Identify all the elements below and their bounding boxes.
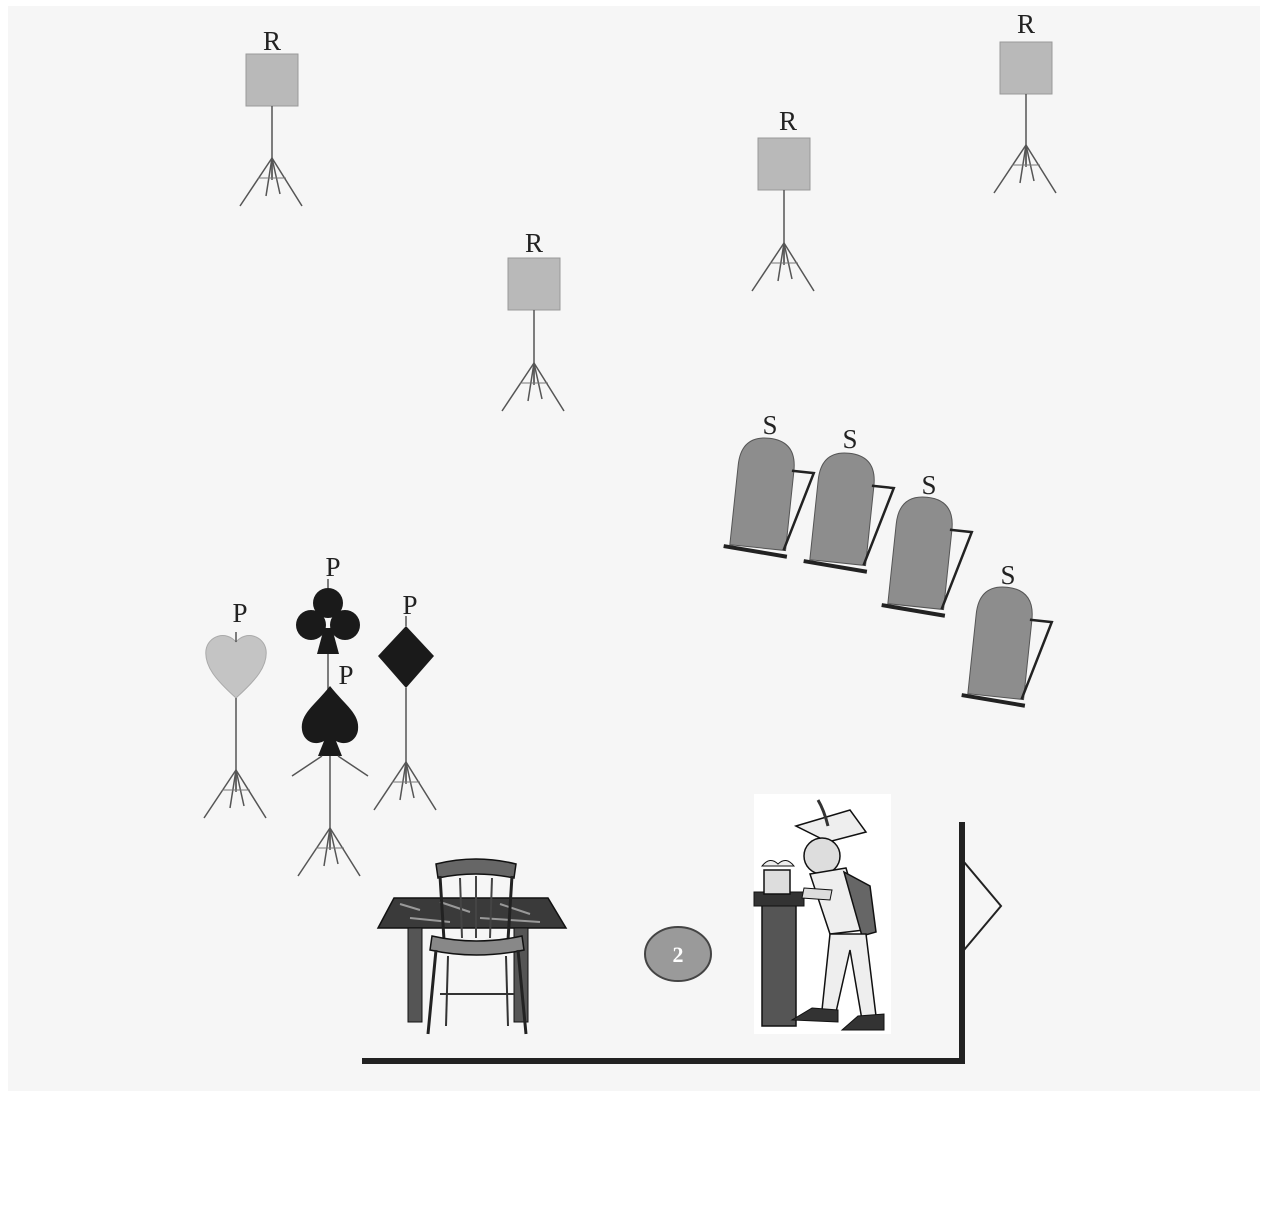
slot-machine-label: S: [1000, 560, 1015, 590]
slot-machine-label: S: [762, 410, 777, 440]
diamond-icon: [378, 626, 434, 688]
room-wall: [362, 822, 965, 1064]
heart-icon: [205, 635, 267, 699]
door-triangle-icon: [963, 861, 1003, 951]
spade-icon: [301, 686, 359, 756]
square-sign-icon: [757, 137, 811, 191]
round-marker: 2: [644, 926, 712, 982]
gravestone-slot-icon: [721, 432, 819, 561]
reading-stand-label: R: [779, 106, 797, 136]
reading-stand-label: R: [263, 26, 281, 56]
reading-stand-4: R: [993, 9, 1057, 194]
reading-stand-label: R: [1017, 9, 1035, 39]
slot-machine-3: S: [879, 470, 977, 620]
poker-sign-label: P: [338, 660, 353, 690]
poker-sign-spade: P: [291, 660, 369, 877]
slot-machine-1: S: [721, 410, 819, 561]
poker-sign-diamond: P: [373, 590, 437, 811]
reading-stand-label: R: [525, 228, 543, 258]
slot-machine-label: S: [842, 424, 857, 454]
reading-stand-2: R: [501, 228, 565, 412]
slot-machine-4: S: [959, 560, 1057, 710]
gravestone-slot-icon: [879, 491, 977, 620]
table-and-chair-icon: [376, 858, 568, 1035]
slot-machine-2: S: [801, 424, 899, 576]
cowboy-at-bar-icon: [753, 794, 891, 1034]
poker-sign-label: P: [325, 552, 340, 582]
slot-machine-label: S: [921, 470, 936, 500]
square-sign-icon: [507, 257, 561, 311]
square-sign-icon: [245, 53, 299, 107]
poker-sign-label: P: [402, 590, 417, 620]
poker-sign-label: P: [232, 598, 247, 628]
round-marker-number: 2: [673, 942, 684, 967]
reading-stand-1: R: [239, 26, 303, 207]
square-sign-icon: [999, 41, 1053, 95]
gravestone-slot-icon: [801, 447, 899, 576]
reading-stand-3: R: [751, 106, 815, 292]
club-icon: [296, 588, 360, 654]
gravestone-slot-icon: [959, 581, 1057, 710]
poker-sign-club: P: [296, 552, 360, 692]
poker-sign-heart: P: [203, 598, 267, 819]
